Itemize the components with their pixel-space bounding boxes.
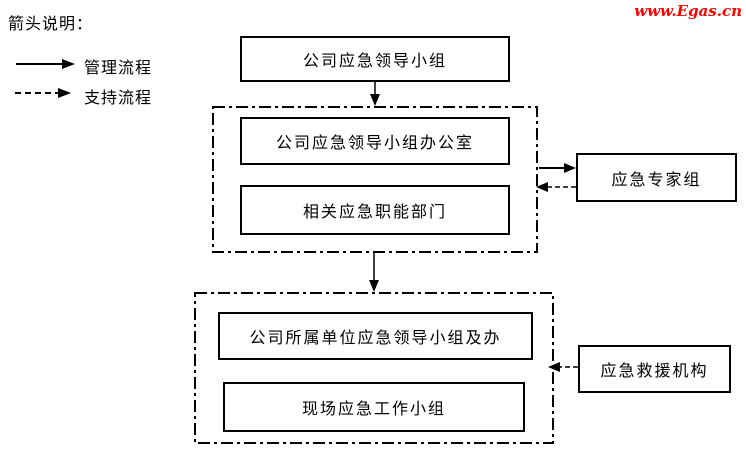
node-subordinate-units: 公司所属单位应急领导小组及办 (218, 312, 533, 360)
legend-item-support-flow: 支持流程 (84, 90, 153, 107)
company-level-container-border (212, 106, 538, 253)
arrow-to-expert-head (564, 163, 576, 173)
node-leading-group-office: 公司应急领导小组办公室 (240, 117, 510, 165)
watermark-url: www.Egas.cn (634, 2, 742, 20)
node-site-work-group: 现场应急工作小组 (223, 382, 525, 432)
node-expert-group: 应急专家组 (576, 153, 737, 202)
arrow-top-to-container-head (370, 94, 380, 106)
node-related-departments: 相关应急职能部门 (240, 185, 510, 235)
legend-solid-arrow-head (62, 59, 75, 69)
legend-dashed-arrow-head (58, 88, 71, 98)
arrow-from-expert-head (536, 182, 548, 192)
legend-title: 箭头说明： (8, 16, 94, 33)
node-rescue-agencies: 应急救援机构 (578, 345, 731, 393)
arrow-container-to-container-head (369, 280, 379, 292)
node-company-leading-group: 公司应急领导小组 (240, 36, 510, 82)
legend-item-management-flow: 管理流程 (84, 60, 153, 77)
arrow-from-rescue-head (548, 362, 560, 372)
